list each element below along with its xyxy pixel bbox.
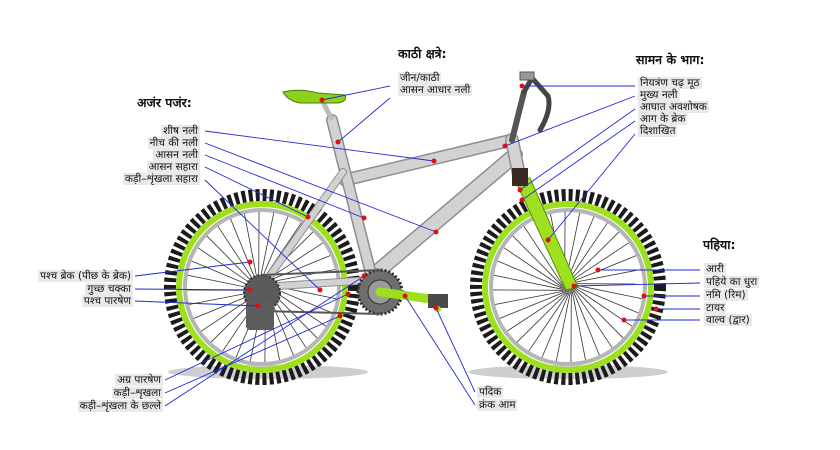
label-saddle: जीन/काठी xyxy=(398,72,441,84)
label-tire: टायर xyxy=(704,302,726,314)
wheel-title: पहिया: xyxy=(703,236,735,253)
label-spokes: आरी xyxy=(704,263,726,275)
label-seat-stay: आसन सहारा xyxy=(147,161,200,173)
label-rear-derailleur: पश्च पारषेण xyxy=(82,295,133,307)
label-seat-tube: आसन नली xyxy=(153,149,200,161)
label-seat-post: आसन आधार नली xyxy=(398,84,472,96)
label-down-tube: नीच की नली xyxy=(148,137,200,149)
label-front-brake: आग के ब्रेक xyxy=(638,113,687,125)
label-chainrings: कड़ी–शृंखला के छल्ले xyxy=(78,400,163,412)
front-fork xyxy=(512,168,578,290)
label-valve: वाल्व (द्वार) xyxy=(704,314,752,326)
label-shock-absorber: आघात अवशोषक xyxy=(638,101,709,113)
label-rim: नमि (रिम) xyxy=(704,289,748,301)
label-chain: कड़ी–शृखला xyxy=(112,387,163,399)
label-handlebar: नियत्रंण चढ़ मूठ xyxy=(638,77,702,89)
handlebar xyxy=(512,72,549,140)
label-rear-brake: पश्च ब्रेक (पीछ के ब्रेक) xyxy=(38,270,133,282)
saddle-title: काठी क्षत्रे: xyxy=(398,45,447,62)
label-top-tube: शीष नली xyxy=(161,125,200,137)
label-crank-arm: क्रंक आम xyxy=(477,399,517,411)
label-head-tube: मुख्य नली xyxy=(638,89,680,101)
label-fork: दिशाखित xyxy=(638,125,677,137)
front-title: सामन के भाग: xyxy=(636,51,704,68)
label-chain-stay: कड़ी–शृंखला सहारा xyxy=(123,173,200,185)
label-cassette: गुच्छ चक्का xyxy=(85,283,133,295)
label-pedal: पदिक xyxy=(477,386,503,398)
frame-title: अजंर पजंर: xyxy=(137,94,192,111)
label-hub: पहिये का धुरा xyxy=(704,276,759,288)
label-front-derailleur: अग्र पारषेण xyxy=(115,374,163,386)
